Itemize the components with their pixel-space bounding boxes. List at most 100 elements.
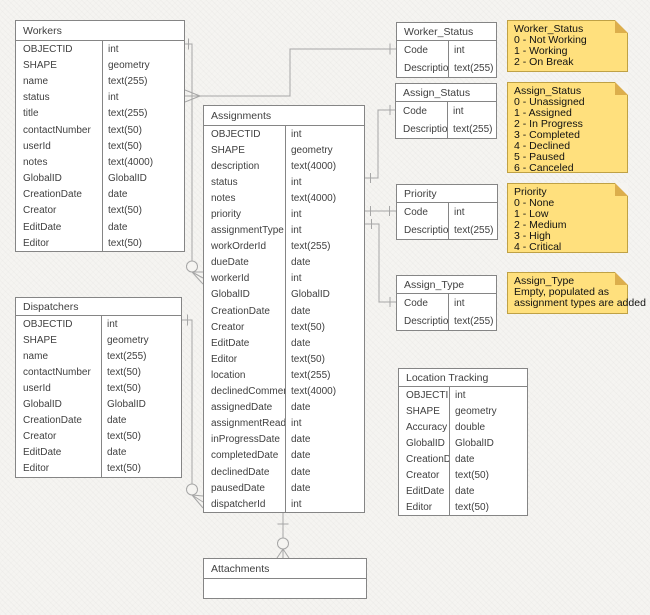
field-type: GlobalID (101, 396, 181, 413)
field-name: EditDate (406, 485, 445, 497)
connector-dispatchers-objectid--assignments-dispatcherid[interactable] (182, 314, 204, 509)
field-type: int (448, 294, 496, 312)
connector-assignments-priority--priority-code[interactable] (365, 206, 396, 216)
field-type: date (285, 463, 364, 481)
entity-worker-status[interactable]: Worker_StatusCodeintDescriptiontext(255) (396, 22, 497, 78)
field-row: CreationDate date (16, 186, 184, 203)
entity-field-list: CodeintDescriptiontext(255) (397, 294, 496, 330)
field-name: assignedDate (211, 402, 273, 414)
connector-assignments-assignmenttype--assign-type-code[interactable] (365, 219, 396, 307)
note-line: 1 - Low (514, 208, 549, 220)
entity-title: Assign_Status (396, 84, 496, 102)
field-type: date (285, 480, 364, 497)
field-type: text(255) (448, 59, 496, 77)
entity-assign-status[interactable]: Assign_StatusCodeintDescriptiontext(255) (395, 83, 497, 139)
entity-title: Priority (397, 185, 497, 203)
field-name: Editor (211, 353, 238, 365)
field-name: contactNumber (23, 366, 91, 378)
zero-or-many-circle-icon (277, 537, 289, 550)
entity-priority[interactable]: PriorityCodeintDescriptiontext(255) (396, 184, 498, 240)
field-type: geometry (101, 332, 181, 349)
field-type: GlobalID (449, 435, 527, 451)
connector-workers-status--worker-status-code[interactable] (184, 43, 396, 103)
connector-assignments--attachments[interactable] (276, 511, 290, 559)
note-line: Empty, populated as (514, 286, 609, 298)
connector-assignments-status--assign-status-code[interactable] (365, 105, 395, 183)
field-name: assignmentType (211, 225, 284, 237)
field-row: Descriptiontext(255) (397, 312, 496, 330)
field-name: Creator (211, 321, 245, 333)
field-row: SHAPE geometry (16, 332, 181, 349)
field-type: date (285, 254, 364, 271)
field-name: CreationDate (211, 305, 270, 317)
field-name: CreationDate (406, 453, 449, 465)
field-row: EditDate date (16, 219, 184, 236)
field-type: int (285, 496, 364, 513)
field-name: CreationDate (23, 189, 82, 201)
field-type: geometry (285, 142, 364, 159)
zero-or-many-circle-icon (186, 260, 198, 273)
field-name: OBJECTID (23, 318, 73, 330)
field-name: Description (403, 123, 447, 135)
field-name: OBJECTID (211, 128, 261, 140)
field-name: EditDate (23, 447, 62, 459)
field-type: text(255) (285, 238, 364, 255)
field-type: text(50) (102, 138, 184, 155)
field-type: text(50) (102, 202, 184, 220)
field-name: OBJECTID (23, 43, 73, 55)
field-type: text(50) (101, 380, 181, 397)
field-row: Descriptiontext(255) (397, 221, 497, 239)
field-name: declinedDate (211, 466, 270, 478)
field-type: int (449, 387, 527, 403)
field-name: Editor (23, 463, 50, 475)
field-type: GlobalID (285, 286, 364, 304)
field-type: int (285, 206, 364, 223)
entity-location-tracking[interactable]: Location TrackingOBJECTIDintSHAPEgeometr… (398, 368, 528, 516)
field-type: date (285, 431, 364, 448)
note-line: 4 - Critical (514, 241, 562, 253)
field-name: pausedDate (211, 482, 265, 494)
field-type: date (102, 219, 184, 236)
field-type: date (102, 186, 184, 203)
entity-title: Attachments (204, 559, 366, 579)
field-name: assignmentRead (211, 418, 285, 430)
field-name: EditDate (23, 221, 62, 233)
field-name: SHAPE (23, 334, 57, 346)
entity-field-list (204, 579, 366, 598)
entity-assign-type[interactable]: Assign_TypeCodeintDescriptiontext(255) (396, 275, 497, 331)
field-name: Creator (23, 205, 57, 217)
connector-workers-objectid--assignments-workerid[interactable] (185, 38, 204, 285)
entity-attachments[interactable]: Attachments (203, 558, 367, 599)
field-type: text(50) (449, 499, 527, 515)
entity-field-list: CodeintDescriptiontext(255) (397, 203, 497, 239)
field-type: double (449, 419, 527, 435)
field-type: int (447, 102, 496, 120)
field-type: text(4000) (285, 158, 364, 175)
field-name: userId (23, 140, 51, 152)
field-name: declinedComment (211, 386, 285, 398)
field-name: GlobalID (211, 289, 250, 301)
